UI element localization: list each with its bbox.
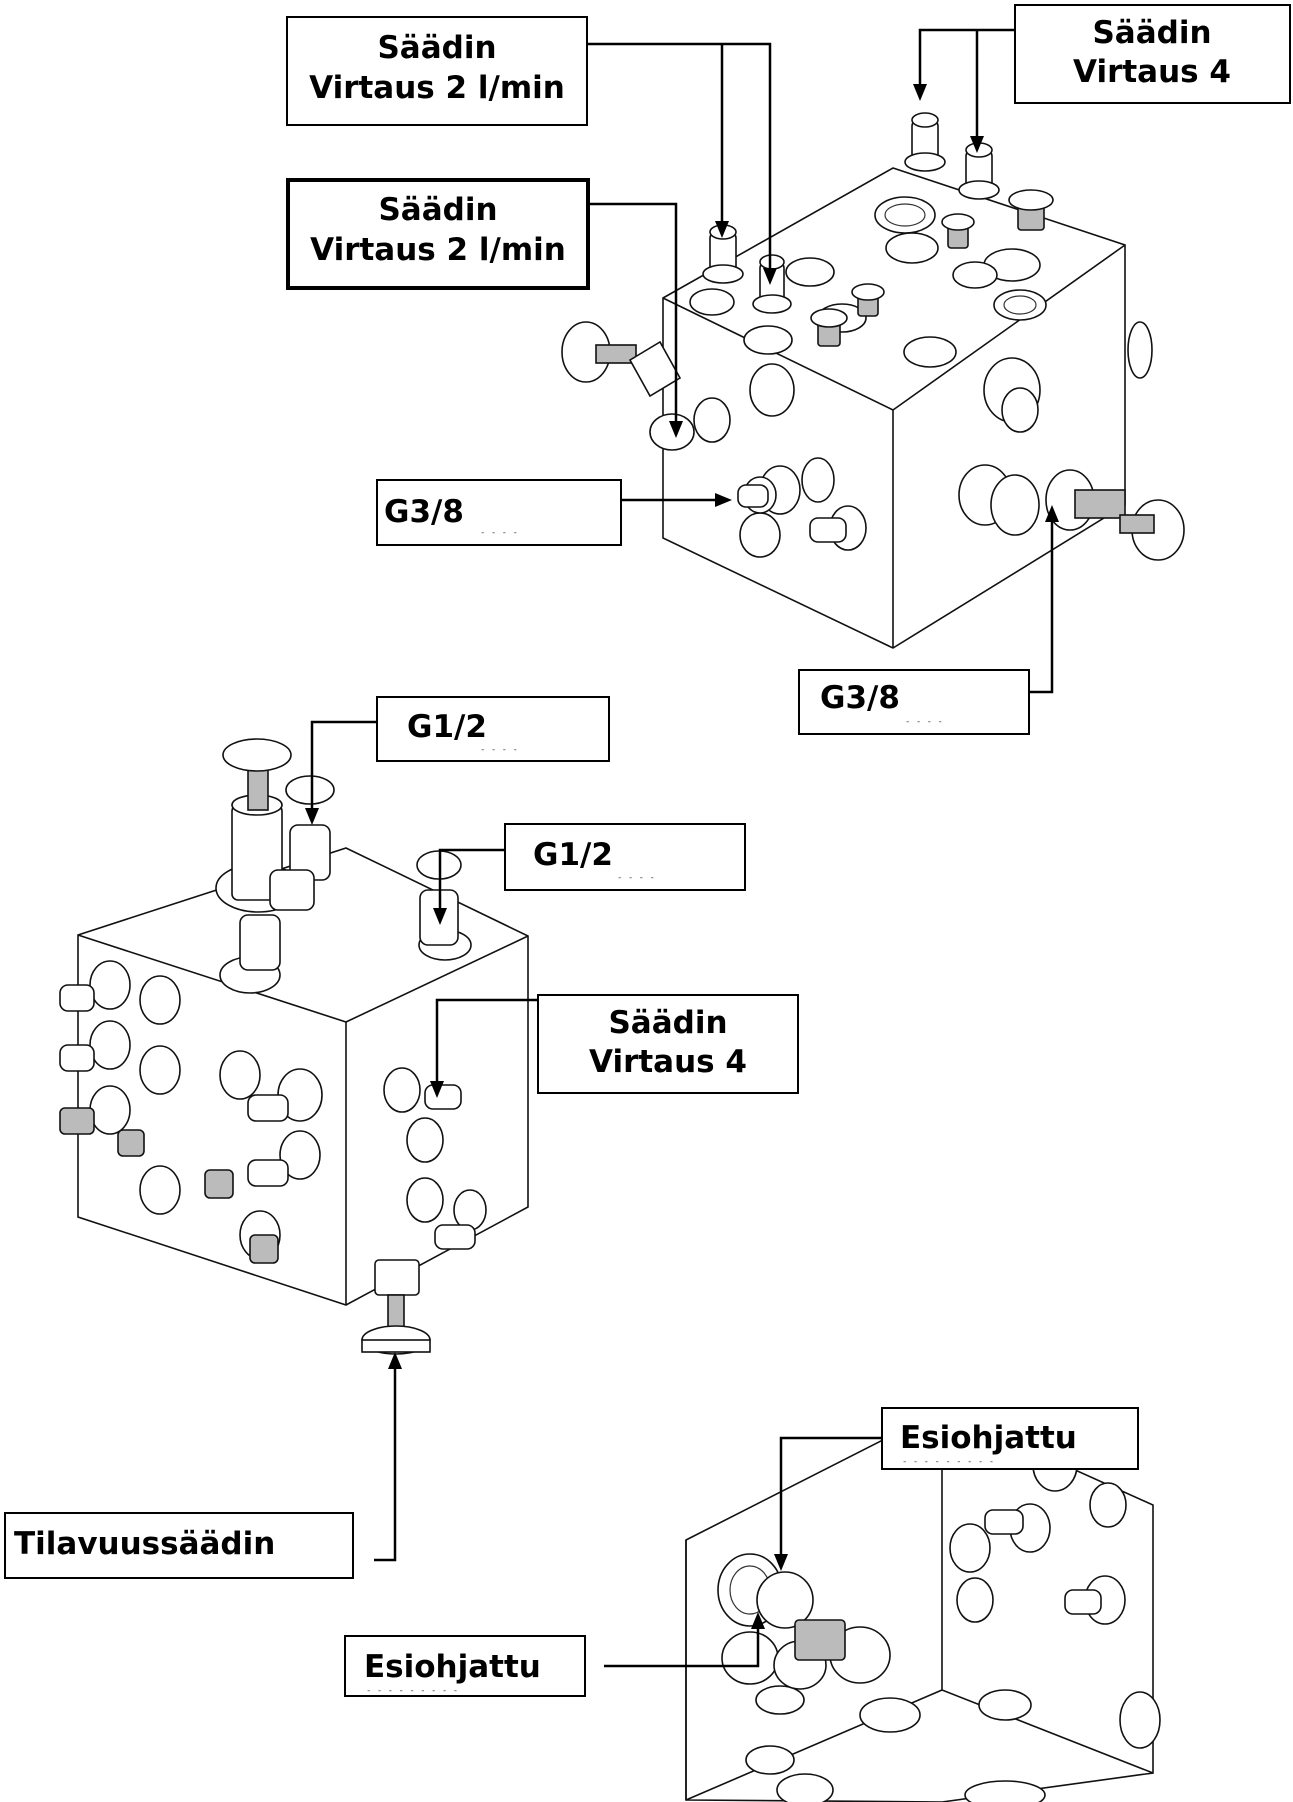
label-pilot-operated: Esiohjattu — [900, 1420, 1077, 1456]
label-box-top-right: Säädin Virtaus 4 — [1014, 4, 1291, 104]
block-3-pilot-valve — [717, 1553, 1161, 1802]
leader-g12-upper — [305, 720, 376, 825]
manifold-block-3 — [685, 1409, 1161, 1802]
leader-top-right — [913, 28, 1015, 153]
label-port-g38: G3/8 — [820, 680, 900, 716]
svg-text:- - - - - - - -: - - - - - - - - - — [902, 1457, 994, 1467]
label-box-g12-lower: G1/2 - - - - — [504, 823, 746, 891]
label-port-g38: G3/8 — [384, 494, 464, 530]
leader-pilot-upper — [774, 1436, 882, 1571]
label-pilot-operated: Esiohjattu — [364, 1649, 541, 1685]
label-regulator-title: Säädin — [378, 192, 497, 228]
label-flow-4: Virtaus 4 — [1073, 54, 1231, 90]
manifold-block-2 — [59, 738, 529, 1355]
block-2-bottom-knob — [361, 1259, 431, 1355]
label-regulator-title: Säädin — [1092, 15, 1211, 51]
label-box-pilot-upper: Esiohjattu - - - - - - - - - — [881, 1407, 1139, 1470]
label-box-g12-upper: G1/2 - - - - — [376, 696, 610, 762]
block-1-left-knob — [561, 321, 695, 451]
block-2-top-items — [215, 738, 472, 994]
leader-top-left-2 — [588, 202, 683, 438]
label-box-g38-right: G3/8 - - - - — [798, 669, 1030, 735]
label-box-volume-regulator: Tilavuussäädin — [4, 1512, 354, 1579]
leader-g38-right — [1030, 505, 1059, 694]
leader-mid-right — [430, 998, 538, 1098]
label-flow-2lmin: Virtaus 2 l/min — [309, 70, 565, 106]
leader-g12-lower — [433, 848, 505, 925]
leader-volume-regulator — [374, 1352, 402, 1562]
label-box-mid-right: Säädin Virtaus 4 — [537, 994, 799, 1094]
block-1-top-ports — [689, 196, 1047, 368]
svg-text:- - - -: - - - - — [617, 873, 655, 883]
block-1-right-face-fittings — [958, 321, 1185, 561]
label-port-g12: G1/2 — [533, 837, 613, 873]
label-box-g38-left: G3/8 - - - - — [376, 479, 622, 546]
block-2-left-face-ports — [59, 960, 323, 1264]
leader-top-left-1 — [588, 42, 777, 285]
label-flow-4: Virtaus 4 — [589, 1044, 747, 1080]
svg-text:- - - -: - - - - — [480, 528, 518, 538]
svg-text:- - - -: - - - - — [905, 717, 943, 727]
block-2-right-face-ports — [383, 1067, 487, 1250]
label-box-top-left-1: Säädin Virtaus 2 l/min — [286, 16, 588, 126]
manifold-block-1 — [561, 112, 1185, 649]
label-volume-regulator: Tilavuussäädin — [14, 1526, 275, 1562]
svg-text:- - - -: - - - - — [480, 745, 518, 755]
label-box-top-left-2: Säädin Virtaus 2 l/min — [286, 178, 590, 290]
label-regulator-title: Säädin — [377, 30, 496, 66]
label-box-pilot-lower: Esiohjattu - - - - - - - - - — [344, 1635, 586, 1697]
leader-g38-left — [622, 493, 732, 507]
label-regulator-title: Säädin — [608, 1005, 727, 1041]
label-flow-2lmin: Virtaus 2 l/min — [310, 232, 566, 268]
svg-text:- - - - - - - -: - - - - - - - - - — [366, 1686, 458, 1696]
label-port-g12: G1/2 — [407, 709, 487, 745]
leader-lines — [305, 28, 1059, 1668]
block-1-left-face-ports — [693, 363, 867, 558]
leader-pilot-lower — [604, 1612, 765, 1668]
block-1-regulators — [702, 112, 1054, 347]
